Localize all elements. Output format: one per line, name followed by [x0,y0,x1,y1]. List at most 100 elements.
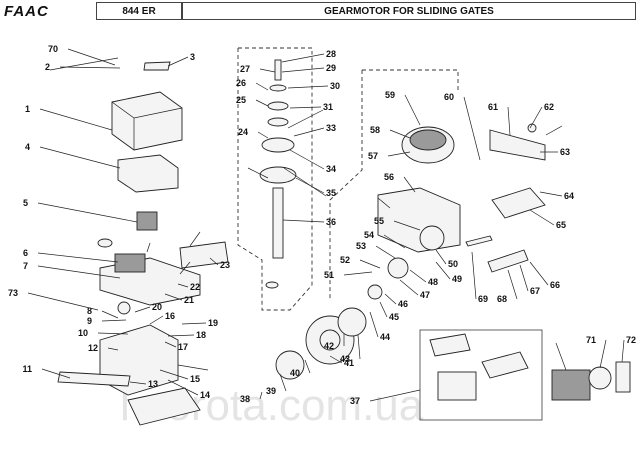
callout-20: 20 [152,302,162,312]
callout-39: 39 [266,386,276,396]
leader-line-45 [379,301,388,318]
callout-6: 6 [23,248,28,258]
callout-19: 19 [208,318,218,328]
leader-line-59 [247,167,269,179]
callout-52: 52 [340,255,350,265]
leader-line-6 [37,252,119,263]
leader-line-61 [507,106,511,136]
leader-line-38 [259,391,263,400]
leader-line-73 [27,292,99,311]
leader-line-33 [293,127,325,137]
callout-58: 58 [370,125,380,135]
leader-line-64 [539,191,563,197]
callout-13: 13 [148,379,158,389]
leader-line-29 [281,67,325,73]
callout-11: 11 [22,364,32,374]
leader-line-28 [281,53,325,63]
callout-67: 67 [530,286,540,296]
faac-logo: FAAC [4,3,49,20]
callout-63: 63 [560,147,570,157]
callout-42: 42 [324,341,334,351]
callout-14: 14 [200,390,210,400]
callout-37: 37 [350,396,360,406]
leader-line-41 [329,355,343,364]
leader-line-72 [621,339,625,363]
leader-line-34 [289,149,325,170]
callout-27: 27 [240,64,250,74]
leader-line-17 [164,341,177,348]
callout-44: 44 [380,332,390,342]
leader-line-3 [167,56,189,67]
leader-line-71 [599,339,607,369]
callout-8: 8 [87,306,92,316]
leader-line-31 [287,109,324,129]
callout-28: 28 [326,49,336,59]
leader-line-31 [289,106,322,109]
leader-line-4 [39,146,121,169]
callout-46: 46 [398,299,408,309]
callout-10: 10 [78,328,88,338]
callout-23: 23 [220,260,230,270]
limit-switch-cam [437,371,477,401]
leader-line-19 [181,322,207,325]
callout-72: 72 [626,335,636,345]
cover [111,91,183,151]
leader-line-22 [177,283,189,288]
release-cover [491,187,546,219]
callout-54: 54 [364,230,374,240]
callout-12: 12 [88,343,98,353]
leader-line-9 [177,364,209,371]
callout-41: 41 [344,358,354,368]
limit-switch-assembly [489,123,546,161]
gear-housing [377,187,461,253]
gear-set [367,225,445,300]
callout-50: 50 [448,259,458,269]
callout-33: 33 [326,123,336,133]
oil-bottle [615,361,631,393]
bracket [487,249,529,273]
leader-line-2 [49,57,119,71]
gasket [337,307,367,337]
leader-line-67 [519,264,529,292]
callout-70: 70 [48,44,58,54]
bottom-plate-rail [57,371,131,387]
callout-73: 73 [8,288,18,298]
callout-69: 69 [478,294,488,304]
callout-4: 4 [25,142,30,152]
leader-line-50 [435,249,447,265]
callout-29: 29 [326,63,336,73]
callout-71: 71 [586,335,596,345]
limit-switch-bracket-2 [481,351,529,379]
leader-line-66 [529,261,549,286]
leader-line-8 [101,310,119,319]
accessory-kit-box [419,329,543,421]
leader-line-36 [282,219,325,223]
leader-line-69 [471,251,477,300]
callout-61: 61 [488,102,498,112]
callout-68: 68 [497,294,507,304]
callout-56: 56 [384,172,394,182]
leader-line-5 [37,202,138,223]
callout-55: 55 [374,216,384,226]
leader-line-56 [403,176,416,193]
drive-shaft [259,59,297,289]
callout-layer: 1234567891011121314151617181920212223242… [8,44,636,406]
leader-line-54 [383,234,406,249]
callout-24: 24 [238,127,248,137]
callout-34: 34 [326,164,336,174]
oil-drum-cap [588,366,612,390]
leader-line-59 [404,94,421,126]
leader-line-49 [435,261,451,280]
leader-line-18 [167,334,195,337]
title-cell: GEARMOTOR FOR SLIDING GATES [182,2,636,20]
leader-line-37 [369,389,421,402]
callout-21: 21 [184,295,194,305]
callout-26: 26 [236,78,246,88]
shaft-group-outline [237,47,313,311]
leader-line-70 [555,342,567,371]
leader-line-51 [343,271,373,276]
callout-43: 43 [340,354,350,364]
callout-5: 5 [23,198,28,208]
release-key [551,369,591,401]
